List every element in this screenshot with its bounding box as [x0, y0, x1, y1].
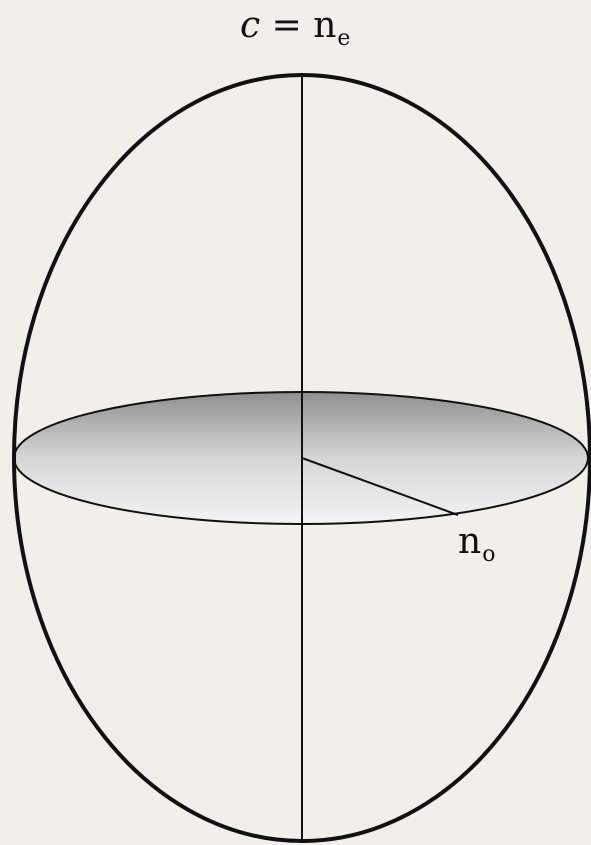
ellipsoid-outline [12, 73, 591, 843]
equals-sign: = [260, 5, 314, 46]
index-symbol-ordinary: n [458, 521, 482, 562]
index-symbol-extraordinary: n [313, 5, 337, 46]
subscript-e: e [337, 26, 351, 51]
subscript-o: o [482, 542, 496, 567]
axis-variable: c [240, 5, 261, 46]
ordinary-radius-line [301, 457, 459, 516]
extraordinary-axis-label: c = ne [240, 5, 350, 50]
ordinary-index-label: no [458, 521, 495, 566]
